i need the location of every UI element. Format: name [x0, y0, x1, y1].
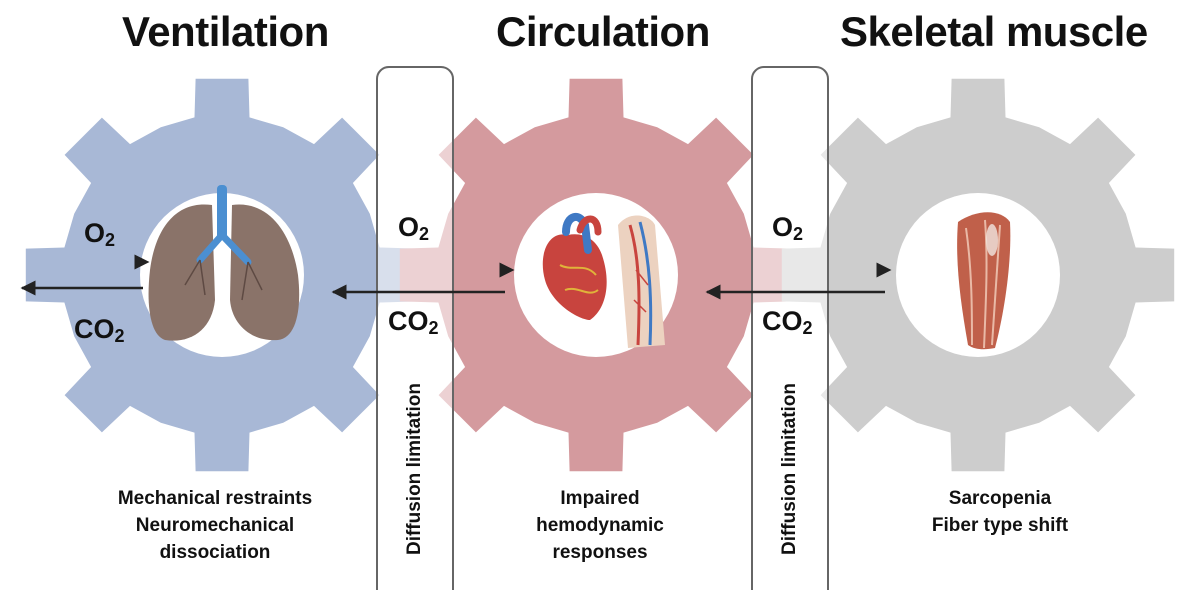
label-co2-membrane-right: CO2 [762, 306, 813, 338]
flow-arrows [20, 254, 892, 300]
caption-muscle-line: Sarcopenia [948, 488, 1052, 509]
label-o2-membrane-right: O2 [772, 212, 804, 244]
title-skeletal-muscle: Skeletal muscle [840, 8, 1148, 55]
title-circulation: Circulation [496, 8, 710, 55]
caption-circulation-line: hemodynamic [536, 515, 664, 536]
label-o2-ventilation: O2 [84, 218, 116, 250]
caption-circulation-line: responses [552, 542, 648, 563]
muscle-icon [957, 212, 1011, 350]
label-co2-membrane-left: CO2 [388, 306, 439, 338]
ventilation-gear-icon [25, 78, 419, 472]
heart-and-vessels-icon [542, 213, 665, 348]
caption-ventilation-line: Mechanical restraints [117, 488, 313, 509]
caption-muscle-line: Fiber type shift [931, 515, 1069, 536]
membrane-right [751, 66, 829, 590]
label-co2-ventilation: CO2 [74, 314, 125, 346]
membrane-right-label: Diffusion limitation [779, 382, 800, 556]
membrane-left [376, 66, 454, 590]
caption-circulation-line: Impaired [560, 488, 640, 509]
label-o2-membrane-left: O2 [398, 212, 430, 244]
caption-circulation: Impaired hemodynamic responses [500, 485, 700, 566]
membrane-left-label: Diffusion limitation [404, 382, 425, 556]
caption-skeletal-muscle: Sarcopenia Fiber type shift [890, 485, 1110, 539]
caption-ventilation-line: Neuromechanical [135, 515, 295, 536]
caption-ventilation-line: dissociation [159, 542, 271, 563]
title-ventilation: Ventilation [122, 8, 329, 55]
lungs-icon [148, 185, 300, 341]
caption-ventilation: Mechanical restraints Neuromechanical di… [80, 485, 350, 566]
